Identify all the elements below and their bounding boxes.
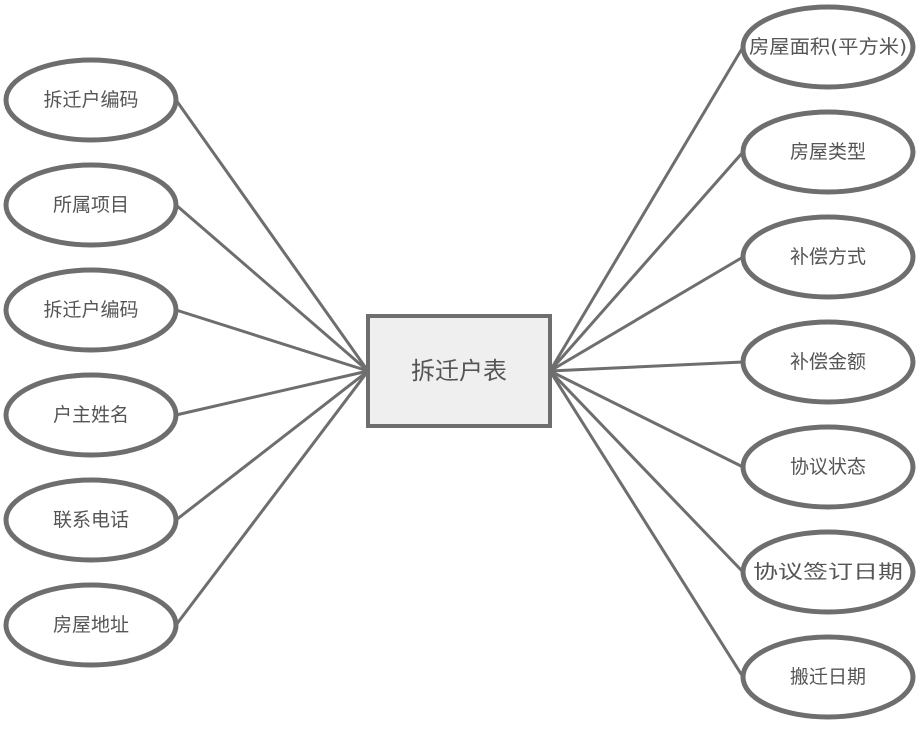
attribute-label: 拆迁户编码 <box>43 299 138 321</box>
connector-lines <box>174 46 745 678</box>
connector-right-5 <box>549 369 744 469</box>
connector-right-4 <box>549 360 744 373</box>
attribute-label: 房屋面积(平方米) <box>749 36 907 58</box>
attribute-label: 户主姓名 <box>53 404 129 426</box>
connector-right-6 <box>548 369 745 574</box>
attribute-label: 补偿金额 <box>790 351 866 373</box>
connector-right-1 <box>548 46 745 372</box>
attribute-left-6[interactable]: 房屋地址 <box>3 582 179 668</box>
attribute-right-6[interactable]: 协议签订日期 <box>740 529 916 615</box>
connector-left-3 <box>175 308 369 373</box>
attribute-left-1[interactable]: 拆迁户编码 <box>3 57 179 143</box>
attribute-label: 房屋类型 <box>790 141 866 163</box>
connector-left-6 <box>174 370 370 626</box>
attribute-right-1[interactable]: 房屋面积(平方米) <box>740 4 916 90</box>
attribute-right-5[interactable]: 协议状态 <box>740 424 916 510</box>
entity-box[interactable]: 拆迁户表 <box>366 314 552 428</box>
attribute-right-3[interactable]: 补偿方式 <box>740 214 916 300</box>
attribute-label: 联系电话 <box>53 509 129 531</box>
connector-right-3 <box>549 255 744 373</box>
attribute-left-4[interactable]: 户主姓名 <box>3 372 179 458</box>
connector-left-2 <box>175 203 369 373</box>
connector-left-5 <box>175 369 369 522</box>
attribute-right-2[interactable]: 房屋类型 <box>740 109 916 195</box>
attribute-left-2[interactable]: 所属项目 <box>3 162 179 248</box>
attribute-label: 所属项目 <box>53 194 129 216</box>
attribute-label: 协议签订日期 <box>753 561 903 583</box>
attribute-left-5[interactable]: 联系电话 <box>3 477 179 563</box>
attribute-right-4[interactable]: 补偿金额 <box>740 319 916 405</box>
attribute-left-3[interactable]: 拆迁户编码 <box>3 267 179 353</box>
connector-left-4 <box>175 369 369 417</box>
attribute-right-7[interactable]: 搬迁日期 <box>740 634 916 720</box>
attribute-label: 房屋地址 <box>53 614 129 636</box>
connector-left-1 <box>174 99 370 372</box>
attribute-label: 协议状态 <box>790 456 866 478</box>
connector-right-7 <box>548 370 745 678</box>
attribute-label: 拆迁户编码 <box>43 89 138 111</box>
entity-label: 拆迁户表 <box>411 357 507 385</box>
attribute-label: 补偿方式 <box>790 246 866 268</box>
attribute-label: 搬迁日期 <box>790 666 866 688</box>
connector-right-2 <box>548 151 745 372</box>
